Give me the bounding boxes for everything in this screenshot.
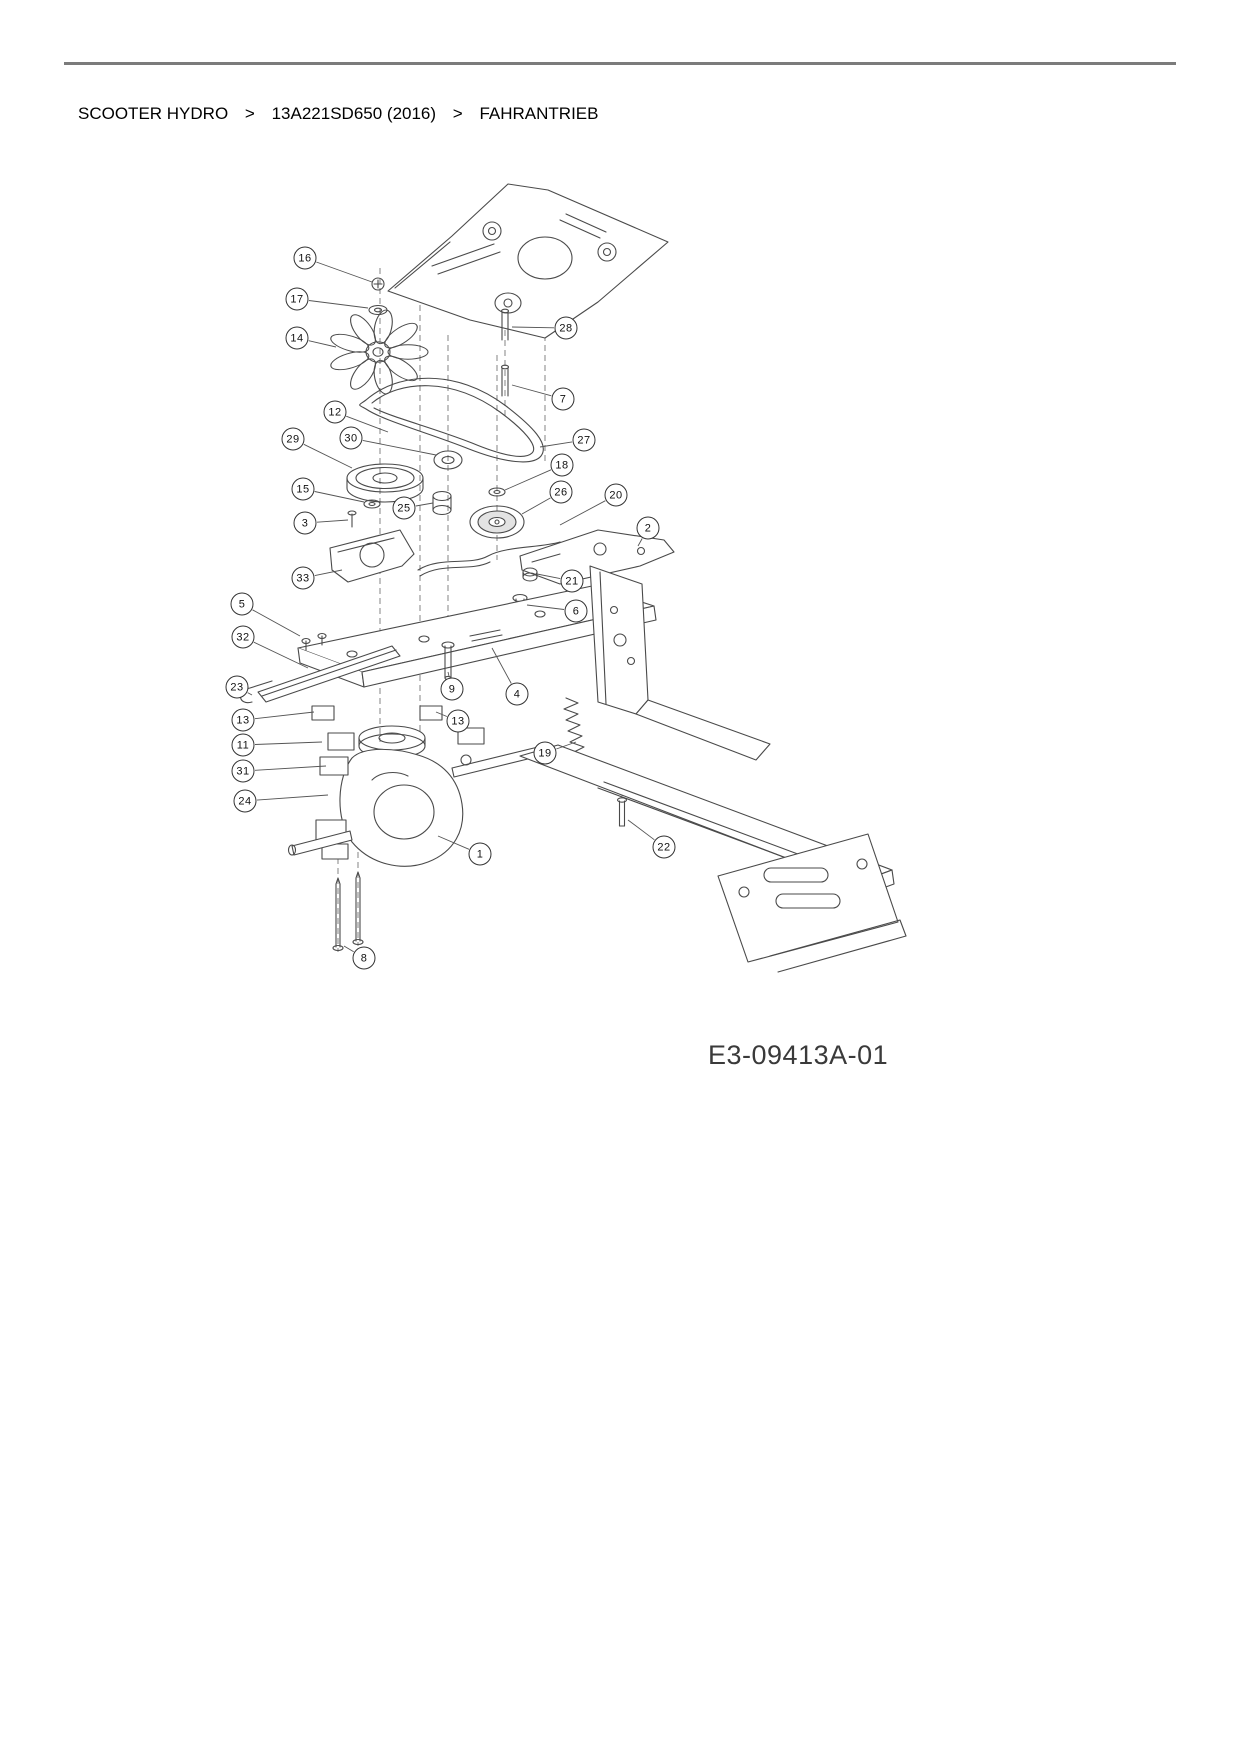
idler-bracket xyxy=(417,529,675,585)
mounting-bolts xyxy=(332,871,364,952)
part-callout-7: 7 xyxy=(551,387,575,411)
callout-leader-line xyxy=(415,502,434,507)
idler-pulley xyxy=(469,487,525,539)
callout-leader-line xyxy=(362,439,437,456)
part-callout-31: 31 xyxy=(231,759,255,783)
callout-leader-line xyxy=(435,711,448,717)
part-callout-1: 1 xyxy=(468,842,492,866)
part-callout-32: 32 xyxy=(231,625,255,649)
callout-leader-line xyxy=(253,641,309,669)
part-callout-19: 19 xyxy=(533,741,557,765)
part-callout-15: 15 xyxy=(291,477,315,501)
cooling-fan xyxy=(330,309,429,395)
top-divider xyxy=(64,62,1176,65)
part-callout-9: 9 xyxy=(440,677,464,701)
callout-leader-line xyxy=(536,573,561,580)
callout-leader-line xyxy=(556,741,577,750)
transmission-assembly xyxy=(287,705,544,867)
callout-leader-line xyxy=(526,604,565,610)
breadcrumb-separator: > xyxy=(244,104,255,123)
callout-leader-line xyxy=(256,794,329,801)
part-callout-8: 8 xyxy=(352,946,376,970)
drive-belt xyxy=(359,377,544,463)
washer-and-screw xyxy=(347,499,381,528)
fan-screw xyxy=(368,277,388,316)
callout-leader-line xyxy=(343,945,354,953)
part-callout-21: 21 xyxy=(560,569,584,593)
callout-leader-line xyxy=(303,443,353,469)
top-plate xyxy=(387,183,669,339)
part-callout-13: 13 xyxy=(231,708,255,732)
part-callout-14: 14 xyxy=(285,326,309,350)
callout-leader-line xyxy=(511,326,555,329)
breadcrumb-separator: > xyxy=(452,104,463,123)
part-callout-20: 20 xyxy=(604,483,628,507)
part-callout-5: 5 xyxy=(230,592,254,616)
part-callout-13: 13 xyxy=(446,709,470,733)
part-callout-29: 29 xyxy=(281,427,305,451)
belt-guard-bracket xyxy=(329,529,415,583)
callout-leader-line xyxy=(314,569,343,577)
part-callout-26: 26 xyxy=(549,480,573,504)
callout-leader-line xyxy=(247,692,253,696)
breadcrumb-item-model: 13A221SD650 (2016) xyxy=(271,104,437,123)
callout-leader-line xyxy=(559,500,606,526)
callout-leader-lines xyxy=(247,261,655,953)
callout-leader-line xyxy=(521,497,551,515)
part-callout-28: 28 xyxy=(554,316,578,340)
part-callout-25: 25 xyxy=(392,496,416,520)
callout-leader-line xyxy=(504,469,552,491)
callout-leader-line xyxy=(314,491,365,503)
diagram-code: E3-09413A-01 xyxy=(708,1040,889,1070)
part-callout-11: 11 xyxy=(231,733,255,757)
part-callout-18: 18 xyxy=(550,453,574,477)
part-callout-3: 3 xyxy=(293,511,317,535)
callout-leader-line xyxy=(254,765,327,771)
part-callout-22: 22 xyxy=(652,835,676,859)
callout-leader-line xyxy=(437,835,470,850)
part-callout-27: 27 xyxy=(572,428,596,452)
callout-leader-line xyxy=(491,647,512,684)
callout-leader-line xyxy=(346,415,389,433)
breadcrumb-item-section: FAHRANTRIEB xyxy=(479,104,599,123)
part-callout-2: 2 xyxy=(636,516,660,540)
part-callout-6: 6 xyxy=(564,599,588,623)
breadcrumb-item-series: SCOOTER HYDRO xyxy=(78,104,229,123)
foot-plate xyxy=(717,833,907,973)
part-callout-24: 24 xyxy=(233,789,257,813)
callout-leader-line xyxy=(252,609,301,637)
callout-leader-line xyxy=(308,300,369,309)
part-callout-17: 17 xyxy=(285,287,309,311)
part-callout-23: 23 xyxy=(225,675,249,699)
callout-leader-line xyxy=(316,261,373,283)
breadcrumb: SCOOTER HYDRO > 13A221SD650 (2016) > FAH… xyxy=(78,104,599,124)
part-callout-16: 16 xyxy=(293,246,317,270)
callout-leader-line xyxy=(627,819,655,841)
callout-leader-line xyxy=(511,384,552,397)
callout-leader-line xyxy=(254,741,323,745)
part-callout-33: 33 xyxy=(291,566,315,590)
left-brace xyxy=(239,632,401,704)
bearing-and-spacer xyxy=(432,450,463,516)
callout-leader-line xyxy=(447,671,450,678)
part-callout-12: 12 xyxy=(323,400,347,424)
vertical-support-plate xyxy=(589,565,771,761)
callout-leader-line xyxy=(637,538,643,547)
callout-leader-line xyxy=(254,711,315,720)
drive-pulley xyxy=(346,463,424,503)
part-callout-30: 30 xyxy=(339,426,363,450)
part-callout-4: 4 xyxy=(505,682,529,706)
frame-bolt xyxy=(616,797,628,827)
callout-leader-line xyxy=(539,441,573,448)
callout-leader-line xyxy=(316,519,349,523)
belt-guide-pins xyxy=(500,308,510,397)
callout-leader-line xyxy=(308,340,337,348)
